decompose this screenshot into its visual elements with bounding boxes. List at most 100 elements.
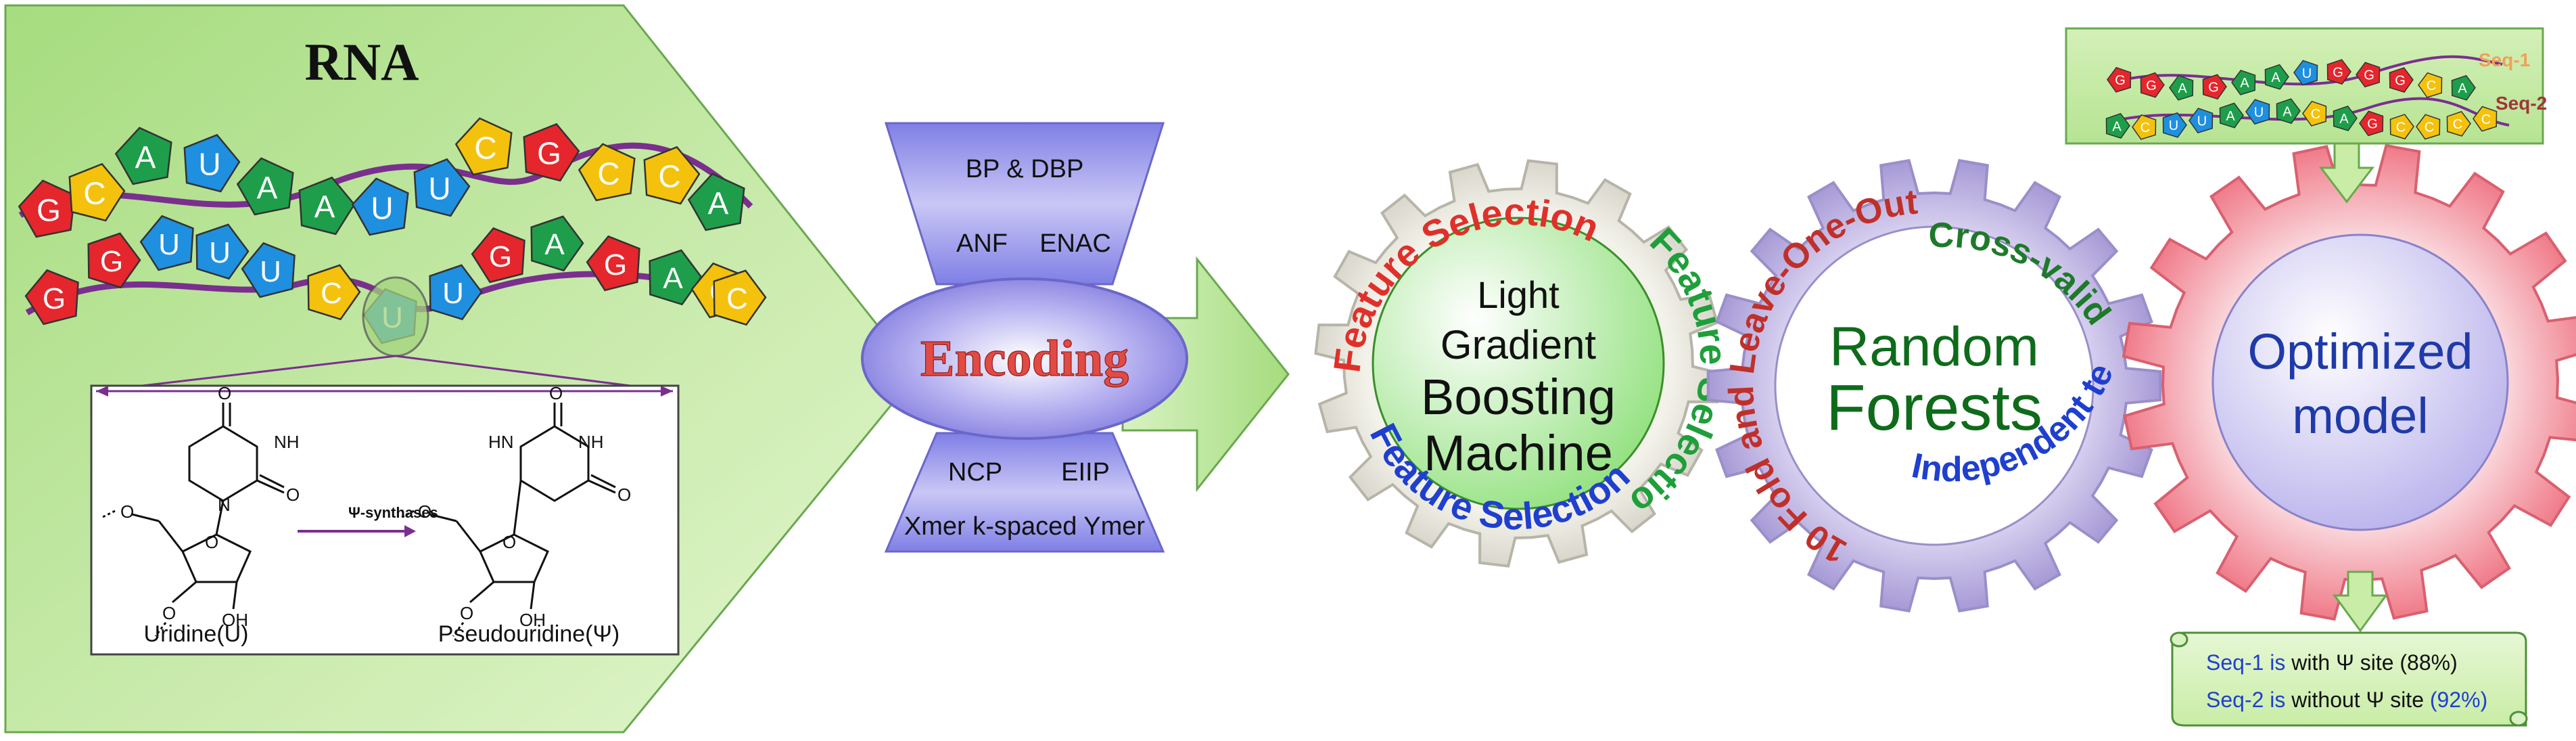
atom-o-3prime-right: O	[460, 603, 473, 623]
feature-bp-dbp: BP & DBP	[966, 155, 1084, 183]
seq-1-nucleotide-3-letter: A	[2178, 81, 2187, 96]
strand-2-nucleotide-8: U	[429, 264, 483, 321]
strand-1-nucleotide-8: U	[413, 158, 471, 217]
seq-1-nucleotide-2-letter: G	[2146, 78, 2157, 93]
strand-2-nucleotide-6-letter: C	[321, 277, 342, 310]
seq-2-nucleotide-10: G	[2359, 110, 2384, 137]
rf-center-circle	[1774, 225, 2094, 546]
strand-1-nucleotide-9-letter: C	[474, 131, 496, 166]
strand-2-nucleotide-1-letter: G	[43, 282, 66, 315]
seq-1-label: Seq-1	[2479, 49, 2530, 70]
strand-1-nucleotide-12-letter: C	[658, 159, 680, 194]
feature-anf: ANF	[956, 229, 1008, 258]
result-line-1: Seq-1 is with Ψ site (88%)	[2206, 650, 2458, 675]
result-line-2: Seq-2 is without Ψ site (92%)	[2206, 688, 2487, 712]
seq-2-nucleotide-14: C	[2473, 106, 2498, 132]
atom-n-left: N	[218, 495, 231, 515]
encoding-block: Encoding BP & DBP ANF ENAC NCP EIIP Xmer…	[861, 122, 1290, 553]
feature-enac: ENAC	[1039, 229, 1111, 258]
atom-o-left-top: O	[218, 383, 231, 403]
strand-1-nucleotide-13-letter: A	[708, 186, 729, 221]
seq-1-nucleotide-11: C	[2418, 72, 2443, 98]
strand-2-nucleotide-12: A	[649, 249, 703, 306]
seq-1-nucleotide-11-letter: C	[2427, 78, 2436, 93]
pseudouridine-label: Pseudouridine(Ψ)	[438, 621, 619, 647]
strand-2-nucleotide-10: A	[530, 215, 584, 272]
seq-2-nucleotide-8: C	[2302, 100, 2327, 127]
seq-2-nucleotide-1-letter: A	[2112, 119, 2122, 134]
strand-1-nucleotide-12: C	[643, 145, 701, 205]
seq-2-nucleotide-8-letter: C	[2311, 107, 2320, 122]
gear-optimized-model: Optimized model	[2122, 143, 2576, 621]
rna-title: RNA	[305, 32, 419, 91]
atom-oh-left: OH	[222, 610, 248, 630]
strand-2-nucleotide-2-letter: G	[100, 245, 123, 278]
seq-2-nucleotide-7-letter: A	[2282, 104, 2292, 119]
feature-ncp: NCP	[948, 458, 1002, 487]
strand-1-nucleotide-4-letter: U	[198, 147, 220, 182]
seq-2-nucleotide-2: C	[2132, 114, 2157, 140]
seq-2-nucleotide-6-letter: U	[2254, 105, 2264, 120]
seq-1-nucleotide-8: G	[2326, 59, 2351, 85]
seq-1-nucleotide-2: G	[2140, 72, 2165, 98]
strand-2-nucleotide-10-letter: A	[544, 228, 565, 261]
atom-o-5prime-right: O	[418, 501, 431, 522]
arrow-model-to-result	[2333, 570, 2388, 633]
strand-1-nucleotide-1: G	[18, 179, 76, 238]
strand-1-nucleotide-7-letter: U	[371, 191, 393, 226]
strand-2-nucleotide-5: U	[241, 242, 296, 298]
seq-1-nucleotide-3: A	[2169, 74, 2194, 101]
strand-1-nucleotide-11: C	[578, 143, 636, 202]
molecule-box: NH O O N O O O OH Ψ-synthases	[90, 383, 680, 656]
seq-2-label: Seq-2	[2496, 93, 2547, 114]
strand-1-nucleotide-5: A	[236, 157, 294, 216]
seq-2-nucleotide-13: C	[2446, 111, 2471, 137]
feature-xmer-kspaced-ymer: Xmer k-spaced Ymer	[904, 512, 1146, 541]
strand-1-nucleotide-4: U	[183, 133, 241, 193]
model-line-1: Optimized	[2247, 323, 2473, 380]
atom-o-5prime-left: O	[120, 501, 134, 522]
strand-1-nucleotide-13: A	[687, 173, 745, 231]
strand-1-nucleotide-1-letter: G	[37, 193, 61, 228]
seq-1-nucleotide-10-letter: G	[2395, 73, 2406, 88]
seq-2-nucleotide-4: U	[2188, 108, 2214, 134]
strand-2-nucleotide-4: U	[195, 223, 250, 280]
strand-1-nucleotide-6: A	[298, 176, 356, 235]
seq-1-nucleotide-10: G	[2389, 67, 2414, 93]
pseudouridine-structure	[400, 403, 616, 637]
atom-oh-right: OH	[519, 610, 546, 630]
lgbm-line-4: Machine	[1424, 425, 1613, 481]
seq-2-nucleotide-7: A	[2276, 98, 2301, 125]
seq-2-nucleotide-5: A	[2219, 102, 2244, 129]
atom-hn-right: HN	[488, 432, 514, 452]
seq-2-nucleotide-4-letter: U	[2197, 114, 2207, 129]
strand-1-nucleotide-10-letter: G	[537, 136, 561, 171]
model-center-circle	[2211, 233, 2509, 531]
strand-2-nucleotide-9-letter: G	[489, 240, 512, 273]
seq-2-nucleotide-3: U	[2162, 112, 2187, 138]
uridine-label: Uridine(U)	[144, 621, 249, 647]
strand-1-nucleotide-3-letter: A	[135, 140, 156, 175]
strand-1-nucleotide-9: C	[454, 117, 513, 176]
seq-2-nucleotide-10-letter: G	[2367, 117, 2378, 132]
seq-1-nucleotide-7-letter: U	[2302, 66, 2312, 81]
feature-eiip: EIIP	[1061, 458, 1110, 487]
atom-o-right-right: O	[617, 485, 631, 505]
model-line-2: model	[2292, 388, 2429, 444]
seq-2-nucleotide-11: C	[2389, 114, 2414, 140]
lgbm-line-2: Gradient	[1441, 322, 1596, 367]
strand-1-nucleotide-6-letter: A	[314, 189, 335, 225]
atom-nh-left: NH	[274, 432, 300, 452]
seq-1-nucleotide-5: A	[2231, 70, 2256, 95]
seq-1-nucleotide-8-letter: G	[2333, 65, 2343, 80]
strand-1-nucleotide-3: A	[114, 127, 172, 185]
strand-2-nucleotide-14: C	[713, 269, 767, 326]
strand-2-nucleotide-11: G	[586, 235, 640, 292]
seq-2-nucleotide-13-letter: C	[2453, 117, 2462, 132]
